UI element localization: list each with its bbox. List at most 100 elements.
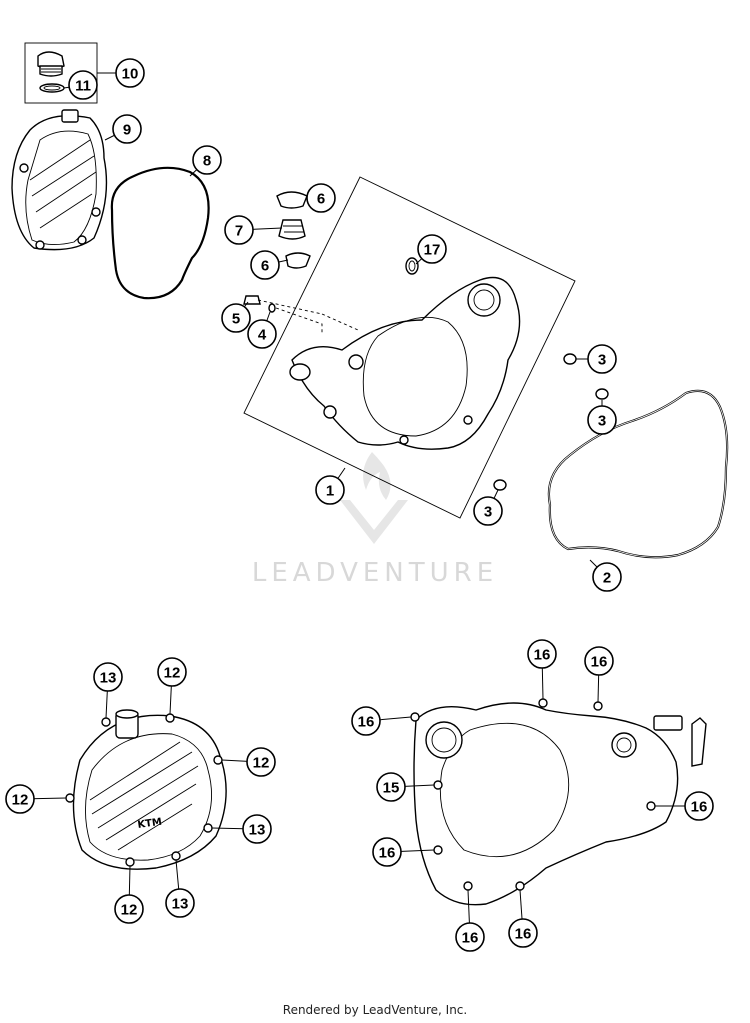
callout-circle [587,344,617,374]
callout-12: 12 [157,657,187,715]
callout-15: 15 [376,772,435,802]
callout-circle [93,662,123,692]
callout-circle [592,562,622,592]
clutch-cover-gasket [547,389,729,559]
callout-number: 16 [515,926,532,943]
callout-16: 16 [351,706,412,736]
callout-12: 12 [221,747,276,777]
callout-number: 16 [591,654,608,671]
callout-circle [351,706,381,736]
callout-number: 16 [358,714,375,731]
callout-3: 3 [587,400,617,435]
clutch-cover-rear-view [410,698,707,906]
outer-clutch-cover-ktm: KTM [65,709,227,870]
callout-12: 12 [5,784,67,814]
watermark-text: LEADVENTURE [252,558,498,588]
callout-2: 2 [589,559,622,592]
callout-circle [473,496,503,526]
callout-circle [115,58,145,88]
callout-number: 3 [484,504,492,521]
callout-16: 16 [527,639,557,700]
callout-circle [417,234,447,264]
small-parts-upper [243,191,323,334]
callout-circle [584,646,614,676]
callout-number: 4 [258,327,267,344]
callout-circle [114,894,144,924]
callout-circle [224,215,254,245]
callout-16: 16 [455,889,485,952]
callout-circle [5,784,35,814]
callout-circle [221,303,251,333]
callout-circle [242,814,272,844]
callout-circle [376,772,406,802]
callout-number: 5 [232,311,240,328]
callout-number: 8 [203,153,211,170]
callout-16: 16 [508,889,538,948]
callout-number: 12 [121,902,138,919]
callout-circle [508,918,538,948]
callout-circle [247,319,277,349]
dowel-sleeves [493,353,609,491]
callout-circle [165,888,195,918]
callout-number: 3 [598,352,606,369]
callout-circle [246,747,276,777]
callout-16: 16 [584,646,614,703]
outer-clutch-cover-top [11,109,108,251]
callout-number: 12 [164,665,181,682]
footer-credit: Rendered by LeadVenture, Inc. [282,1003,468,1017]
callout-4: 4 [247,311,277,349]
callout-circle [315,475,345,505]
callout-13: 13 [165,859,195,918]
callout-number: 10 [122,66,139,83]
callout-16: 16 [655,791,714,821]
callout-11: 11 [63,70,98,100]
clutch-cover-inner [243,176,576,519]
callout-circle [68,70,98,100]
callout-number: 13 [249,822,266,839]
callout-number: 6 [317,191,325,208]
callout-number: 9 [123,122,131,139]
callout-number: 15 [383,780,400,797]
callout-number: 3 [598,413,606,430]
callout-number: 7 [235,223,243,240]
callout-9: 9 [104,114,142,144]
callout-circle [455,922,485,952]
callout-circle [192,145,222,175]
callout-number: 1 [326,483,334,500]
callout-circle [157,657,187,687]
callout-number: 13 [100,670,117,687]
callout-16: 16 [372,837,435,867]
callout-7: 7 [224,215,283,245]
callout-circle [527,639,557,669]
callout-number: 11 [75,78,91,95]
callout-6: 6 [306,183,336,213]
callout-13: 13 [93,662,123,719]
callout-3: 3 [576,344,617,374]
callout-number: 13 [172,896,189,913]
callout-circle [372,837,402,867]
callout-3: 3 [473,489,503,526]
callout-8: 8 [189,145,222,177]
callout-17: 17 [415,234,447,265]
callout-circle [587,405,617,435]
callout-number: 16 [534,647,551,664]
callout-5: 5 [221,301,251,333]
callout-number: 17 [424,242,441,259]
leadventure-watermark: LEADVENTURE [252,452,498,588]
callout-1: 1 [315,467,346,505]
callout-13: 13 [211,814,272,844]
callout-number: 2 [603,570,611,587]
ktm-emblem: KTM [137,817,163,831]
callout-number: 16 [691,799,708,816]
callout-12: 12 [114,865,144,924]
callout-number: 6 [261,258,269,275]
callout-number: 12 [253,755,270,772]
callout-number: 16 [462,930,479,947]
callout-circle [112,114,142,144]
callout-circle [250,250,280,280]
callout-10: 10 [97,58,145,88]
callout-circle [306,183,336,213]
outer-cover-gasket [110,166,210,300]
callout-6: 6 [250,250,289,280]
